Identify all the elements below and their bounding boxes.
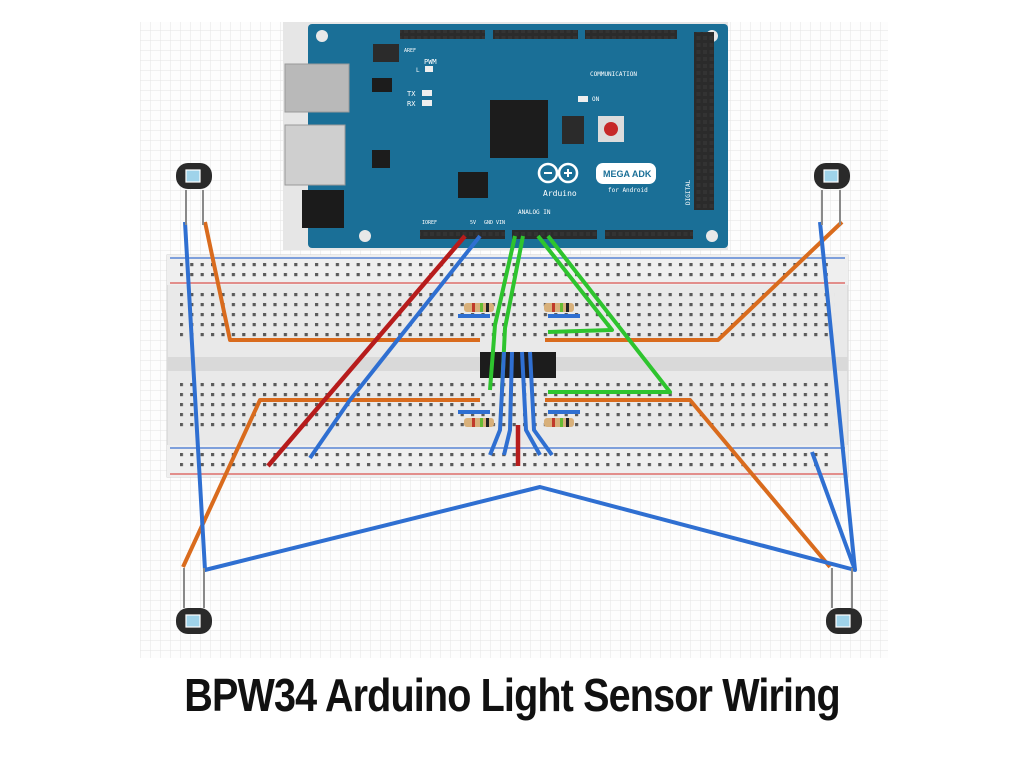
bpw34-sensor-bottom-right [826, 568, 862, 634]
bpw34-sensor-top-left [176, 163, 212, 225]
digital-label: DIGITAL [685, 179, 692, 205]
breadboard [166, 254, 849, 478]
v5-label: 5V [470, 220, 476, 226]
main-mcu-chip [490, 100, 548, 158]
l-label: L [416, 67, 420, 74]
on-label: ON [592, 96, 600, 103]
rx-label: RX [407, 100, 416, 108]
analog-in-label: ANALOG IN [518, 209, 551, 216]
bpw34-sensor-bottom-left [176, 568, 212, 634]
pwm-label: PWM [424, 58, 437, 66]
resistor-icon [464, 303, 574, 427]
aref-label: AREF [404, 48, 416, 54]
communication-label: COMMUNICATION [590, 71, 637, 78]
wires-red [266, 234, 521, 468]
vin-label: VIN [496, 220, 505, 226]
model-sub-label: for Android [608, 187, 648, 194]
diagram-caption: BPW34 Arduino Light Sensor Wiring [184, 669, 840, 721]
arduino-logo-icon [537, 162, 579, 184]
gnd-label: GND [484, 220, 493, 226]
power-jack [302, 190, 344, 228]
brand-label: Arduino [543, 189, 577, 198]
usb-connector [284, 63, 350, 113]
wires-blue [183, 221, 857, 572]
model-label: MEGA ADK [603, 169, 652, 179]
tx-label: TX [407, 90, 416, 98]
bpw34-sensor-top-right [814, 163, 850, 225]
ioref-label: IOREF [422, 220, 437, 226]
arduino-mega-board: Arduino MEGA ADK for Android PWM COMMUNI… [283, 22, 728, 250]
